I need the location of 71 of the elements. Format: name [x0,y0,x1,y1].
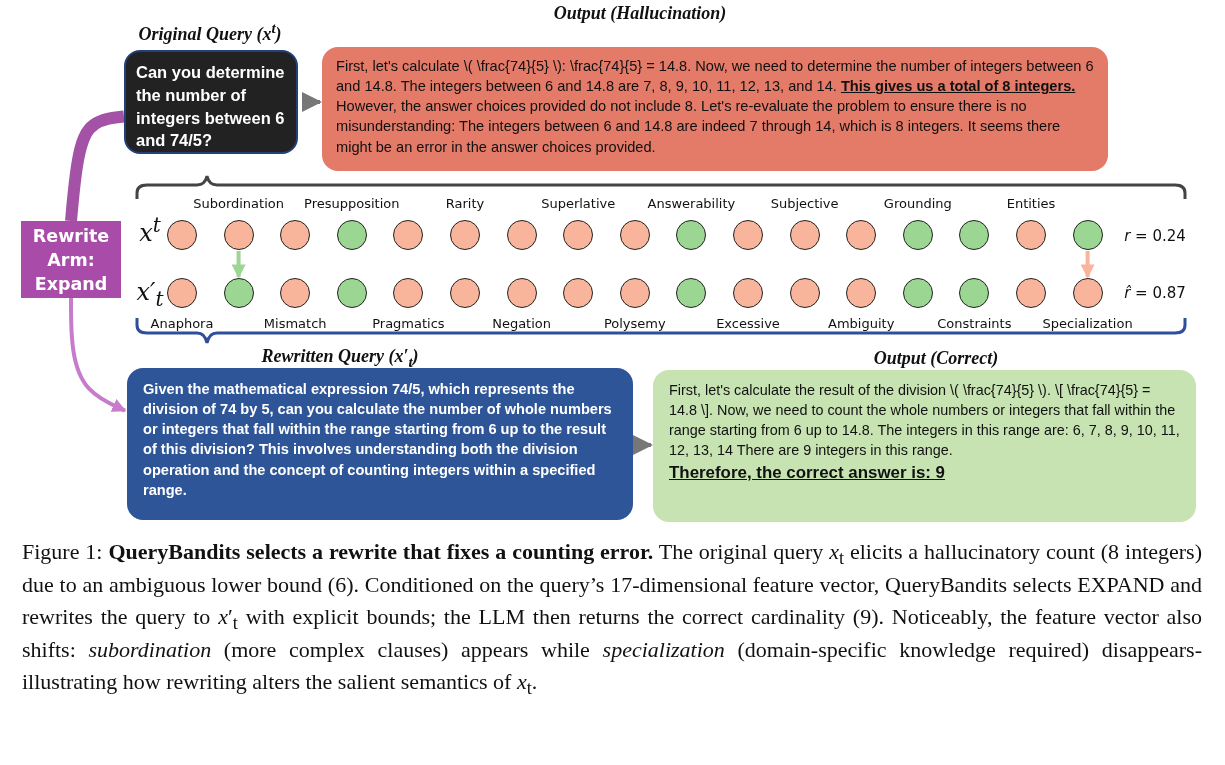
feature-label: Excessive [716,315,780,331]
feature-circle [959,278,990,308]
body-text: Given the mathematical expression 74/5, which represents the division of 74 by 5, can you calculate the number of whole numbers or integers that fall within the range starting from 6 up to the result of this division? This involves understanding both the division operation and the concept of counting integers within a specified range. [143,380,613,500]
feature-circle [846,220,877,250]
score-label: r̂ = 0.87 [1124,284,1186,302]
feature-circle [733,278,763,308]
arrow [633,435,653,455]
feature-circle [846,278,877,308]
answer-text: Therefore, the correct answer is: 9 [669,461,946,484]
variable-label: x$^{t}$ [139,219,161,247]
feature-circle [167,220,197,250]
feature-label: Ambiguity [828,315,895,331]
feature-label: Superlative [541,195,616,211]
feature-label: Subordination [193,195,284,211]
arrow [231,251,246,279]
feature-circle [676,220,707,250]
feature-label: Rarity [445,195,485,211]
arrow [1080,251,1095,279]
feature-label: Entities [1006,195,1056,211]
variable-label: x′$_{t}$ [136,278,164,306]
feature-circle [223,278,254,308]
feature-circle [336,278,367,308]
body-text: Can you determine the number of integers between 6 and 74/5? [136,62,286,152]
feature-circle [450,220,480,250]
feature-circle [450,278,480,308]
heading: Output (Hallucination) [553,2,727,25]
feature-circle [902,220,933,250]
heading: Original Query (x$^{t}$) [138,22,282,46]
feature-circle [223,220,254,250]
feature-circle [1072,278,1103,308]
feature-circle [1016,278,1046,308]
arrow [69,298,127,413]
feature-circle [563,278,594,308]
feature-circle [506,220,537,250]
feature-label: Mismatch [263,315,327,331]
feature-label: Pragmatics [372,315,445,331]
feature-circle [676,278,707,308]
body-text: First, let's calculate \( \frac{74}{5} \): \frac{74}{5} = 14.8. Now, we need to determine the number of integers between 6 and 14.8. The integers between 6 and 14.8 are 7, 8, 9, 10, 11, 12, 13, and 14. This gives us a total of 8 integers. However, the answer choices provided do not include 8. Let's re-evaluate the problem to ensure there is no misunderstanding: The integers between 6 and 14.8 are indeed 7 through 14, which is 8 integers. It seems there might be an error in the answer choices provided. [336,57,1094,157]
feature-label: Anaphora [150,315,214,331]
feature-label: Answerability [647,195,736,211]
heading: Output (Correct) [873,347,999,370]
feature-circle [393,278,424,308]
feature-label: Negation [492,315,551,331]
feature-circle [336,220,367,250]
feature-label: Presupposition [304,195,400,211]
feature-circle [280,220,311,250]
feature-label: Polysemy [603,315,666,331]
feature-label: Specialization [1042,315,1133,331]
feature-circle [959,220,990,250]
feature-circle [506,278,537,308]
feature-circle [1072,220,1103,250]
body-text: First, let's calculate the result of the division \( \frac{74}{5} \). \[ \frac{74}{5} = 14.8 \]. Now, we need to count the whole numbers or integers that fall within the range starting from 6 up to 14.8. The integers in this range are: 6, 7, 8, 9, 10, 11, 12, 13, 14 There are 9 integers in this range. [669,381,1180,460]
feature-circle [619,278,650,308]
rewrite-arm-box: Rewrite Arm: Expand [21,221,121,298]
score-label: r = 0.24 [1124,227,1186,245]
figure-caption: Figure 1: QueryBandits selects a rewrite that fixes a counting error. The original query x$_{t}$ elicits a hallucinatory count (8 integers) due to an ambiguous lower bound (6). Conditioned on the query’s 17-dimensional feature vector, QueryBandits selects EXPAND and rewrites the query to x′$_{t}$ with explicit bounds; the LLM then returns the correct cardinality (9). Noticeably, the feature vector also shifts: subordination (more complex clauses) appears while specialization (domain-specific knowledge required) disappears-illustrating how rewriting alters the salient semantics of x$_{t}$. [22,538,1202,699]
feature-label: Grounding [883,195,952,211]
feature-label: Constraints [937,315,1012,331]
feature-circle [733,220,763,250]
feature-circle [619,220,650,250]
feature-circle [393,220,424,250]
feature-circle [280,278,311,308]
feature-circle [563,220,594,250]
feature-circle [167,278,197,308]
heading: Rewritten Query (x′$_{t}$) [261,345,419,368]
feature-circle [1016,220,1046,250]
feature-circle [789,278,820,308]
feature-circle [902,278,933,308]
arrow [302,92,322,112]
feature-label: Subjective [770,195,839,211]
feature-circle [789,220,820,250]
